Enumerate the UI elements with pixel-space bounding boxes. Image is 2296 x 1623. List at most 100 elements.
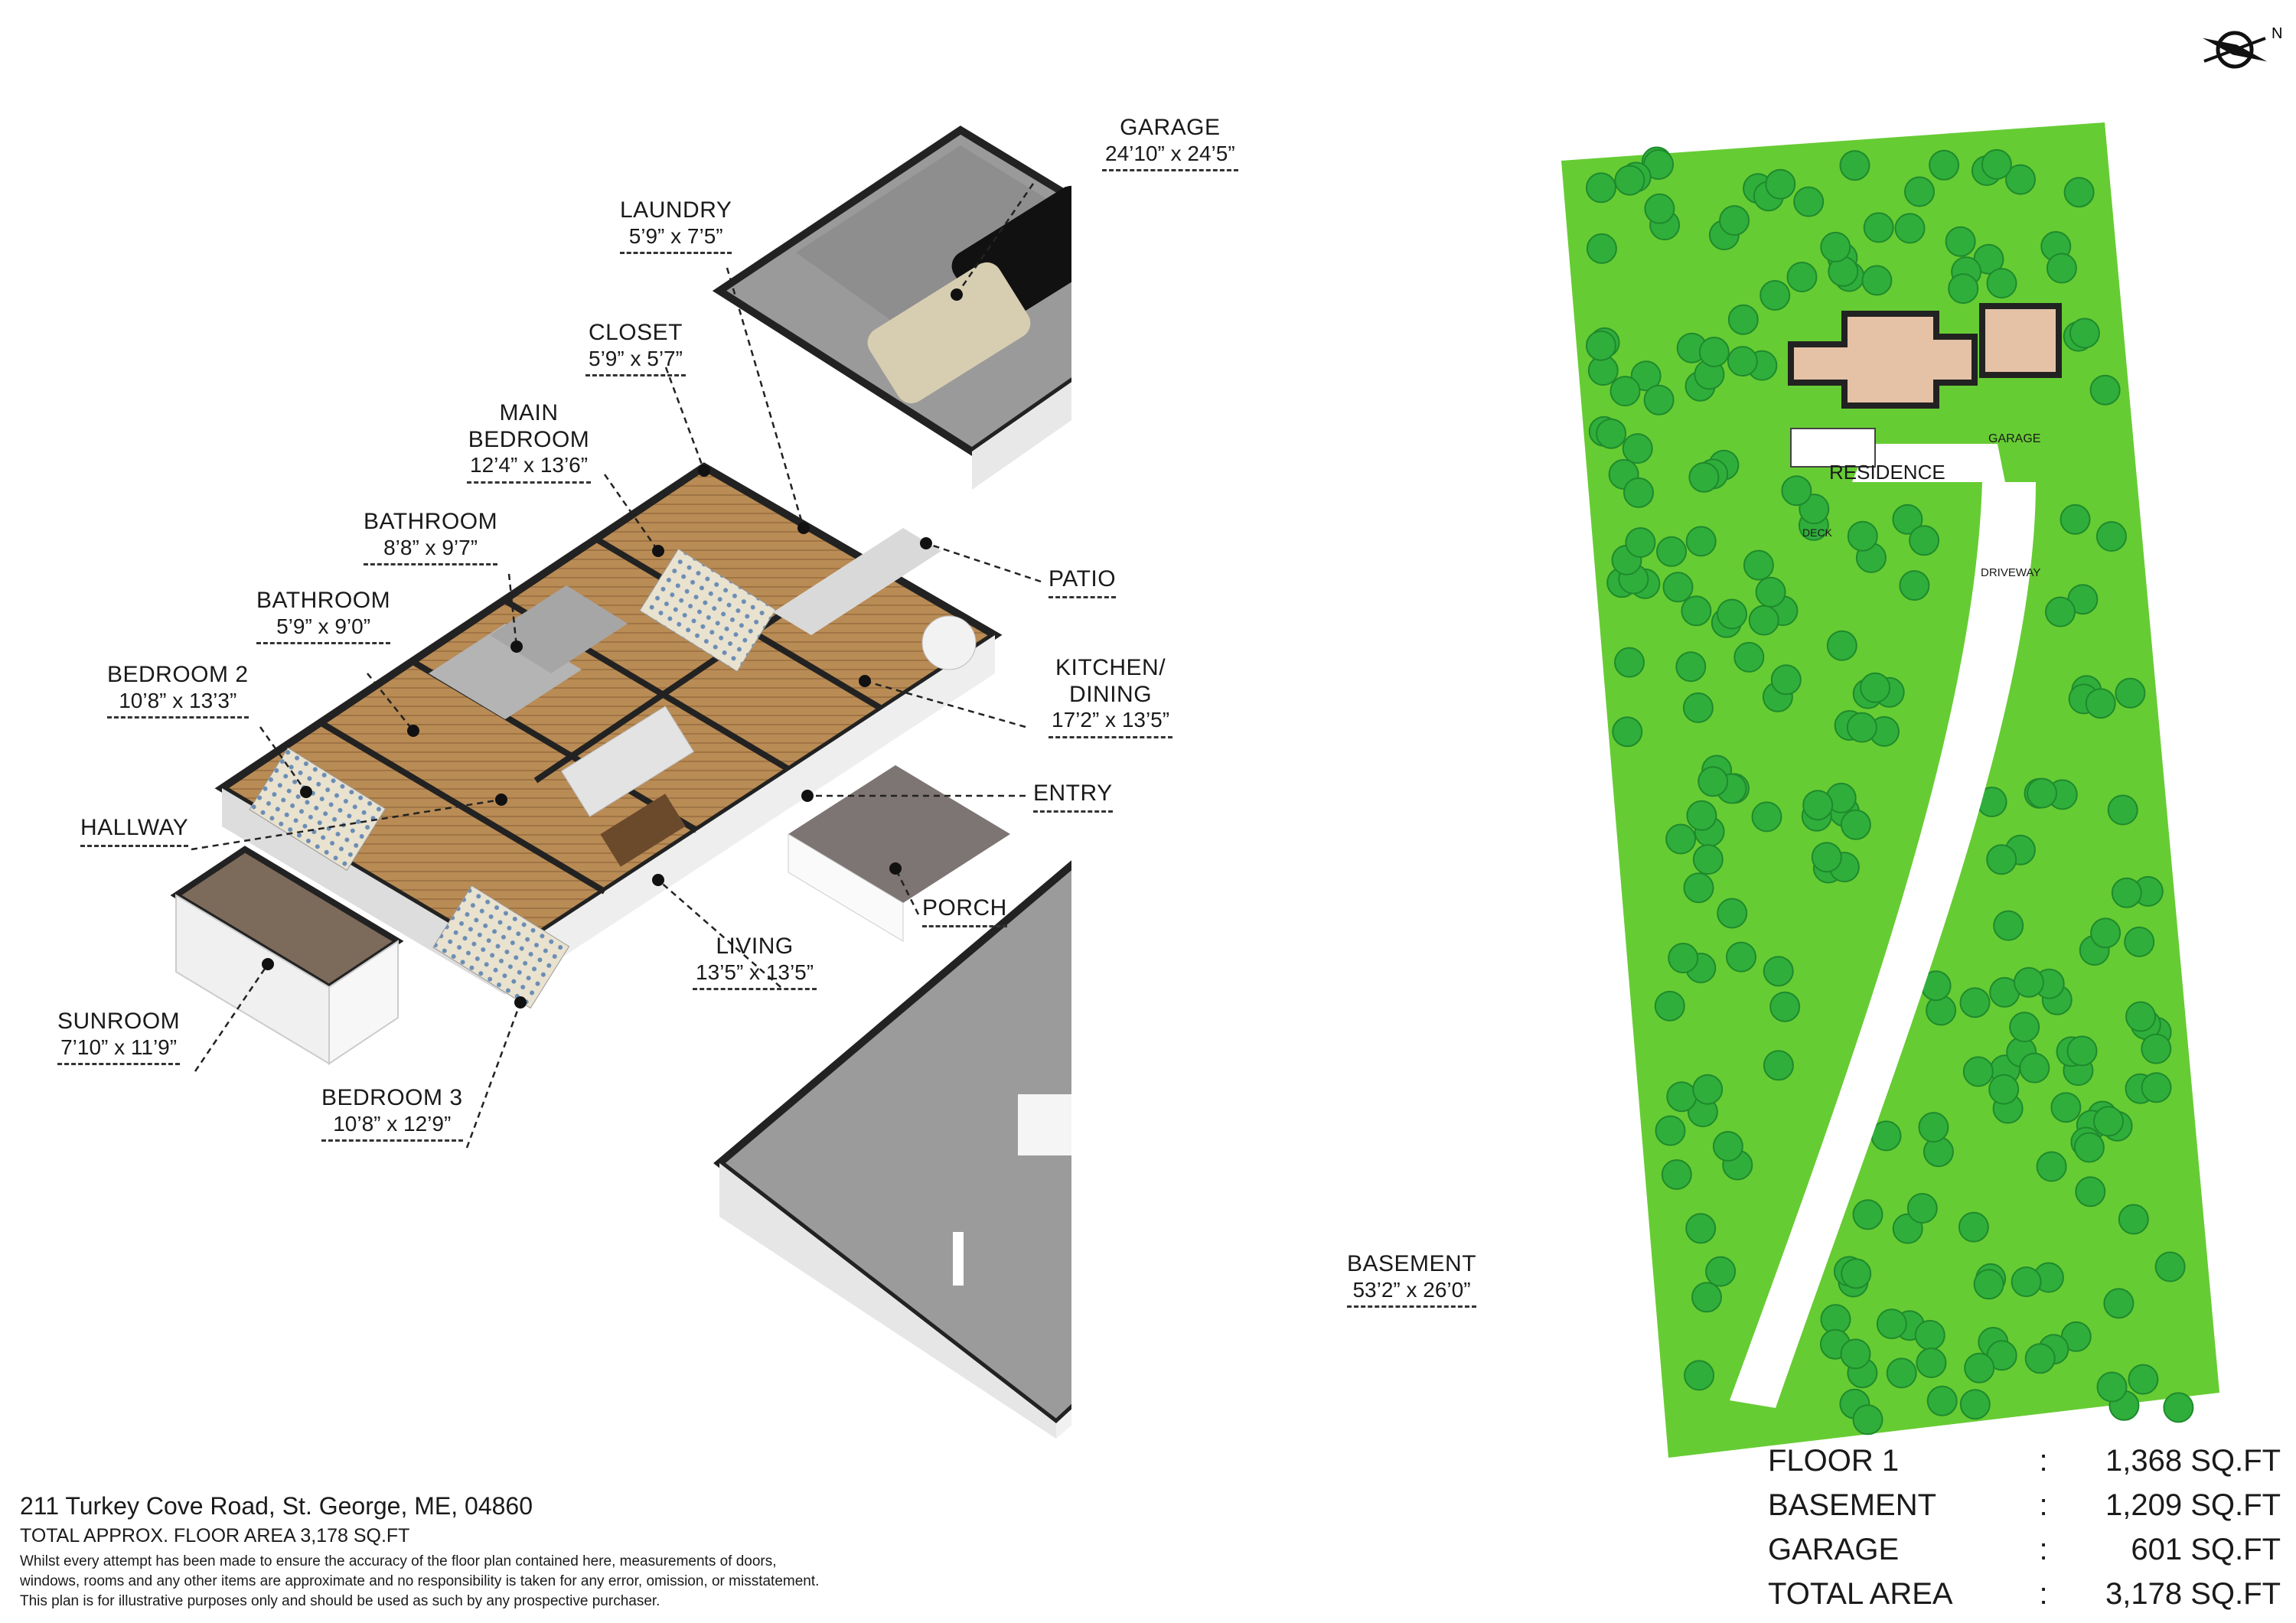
area-row-total: TOTAL AREA:3,178 SQ.FT xyxy=(1768,1576,2281,1611)
site-garage-building xyxy=(1979,303,2062,378)
tree-icon xyxy=(1623,477,1654,508)
tree-icon xyxy=(1894,213,1926,244)
tree-icon xyxy=(1585,330,1616,361)
tree-icon xyxy=(2085,688,2116,719)
tree-icon xyxy=(1681,595,1712,627)
tree-icon xyxy=(1892,504,1923,535)
tree-icon xyxy=(1909,525,1940,556)
site-residence-label: RESIDENCE xyxy=(1829,461,1945,484)
tree-icon xyxy=(1698,766,1729,797)
tree-icon xyxy=(1847,520,1878,552)
tree-icon xyxy=(1763,956,1794,987)
tree-icon xyxy=(2060,504,2091,535)
tree-icon xyxy=(2118,1204,2149,1235)
tree-icon xyxy=(2089,374,2121,406)
tree-icon xyxy=(1839,150,1870,181)
tree-icon xyxy=(1988,1074,2020,1105)
tree-icon xyxy=(1811,842,1842,873)
tree-icon xyxy=(1743,549,1774,581)
tree-icon xyxy=(2036,1151,2067,1182)
compass-north: N xyxy=(2272,25,2282,42)
tree-icon xyxy=(1870,1120,1902,1152)
area-row-floor1: FLOOR 1:1,368 SQ.FT xyxy=(1768,1443,2281,1478)
tree-icon xyxy=(1916,1348,1947,1378)
area-row-basement: BASEMENT:1,209 SQ.FT xyxy=(1768,1488,2281,1522)
tree-icon xyxy=(1846,712,1877,743)
tree-icon xyxy=(1661,1159,1692,1190)
tree-icon xyxy=(1964,1352,1995,1383)
sunroom-block xyxy=(170,846,404,1065)
disclaimer-line-2: windows, rooms and any other items are a… xyxy=(20,1573,820,1589)
tree-icon xyxy=(1686,800,1717,831)
tree-icon xyxy=(1668,943,1699,973)
tree-icon xyxy=(2111,877,2142,908)
site-driveway-label: DRIVEWAY xyxy=(1981,566,2041,579)
tree-icon xyxy=(1643,384,1675,416)
tree-icon xyxy=(1781,475,1812,507)
tree-icon xyxy=(2141,1033,2172,1064)
tree-icon xyxy=(2115,677,2146,709)
tree-icon xyxy=(1906,1193,1938,1224)
disclaimer-line-3: This plan is for illustrative purposes o… xyxy=(20,1593,660,1609)
tree-icon xyxy=(1751,801,1782,833)
area-row-garage: GARAGE:601 SQ.FT xyxy=(1768,1532,2281,1566)
garage-block xyxy=(712,125,1071,490)
tree-icon xyxy=(1852,1199,1883,1230)
tree-icon xyxy=(1644,193,1675,224)
tree-icon xyxy=(1684,1360,1715,1391)
room-markers xyxy=(262,288,963,1009)
tree-icons xyxy=(1585,146,2194,1436)
tree-icon xyxy=(1948,273,1979,305)
driveway xyxy=(1730,482,2036,1408)
property-address: 211 Turkey Cove Road, St. George, ME, 04… xyxy=(20,1492,533,1520)
tree-icon xyxy=(1770,664,1802,696)
tree-icon xyxy=(1586,172,1616,204)
tree-icon xyxy=(1665,823,1697,855)
tree-icon xyxy=(1666,1081,1698,1113)
tree-icon xyxy=(1685,526,1717,557)
tree-icon xyxy=(1840,1338,1871,1370)
tree-icon xyxy=(1717,898,1748,929)
disclaimer-line-1: Whilst every attempt has been made to en… xyxy=(20,1553,777,1569)
tree-icon xyxy=(1765,168,1796,200)
residence-building xyxy=(1788,311,1978,409)
tree-icon xyxy=(2050,1092,2082,1123)
leader-lines xyxy=(191,183,1042,1149)
tree-icon xyxy=(1760,280,1791,311)
label-patio: PATIO xyxy=(1049,566,1117,598)
tree-icon xyxy=(2163,1392,2194,1423)
tree-icon xyxy=(2019,1052,2050,1084)
tree-icon xyxy=(1981,148,2012,180)
tree-icon xyxy=(1685,1213,1717,1244)
tree-icon xyxy=(1986,844,2017,875)
tree-icon xyxy=(1886,1357,1917,1389)
tree-icon xyxy=(1786,262,1818,292)
tree-icon xyxy=(1929,149,1960,181)
tree-icon xyxy=(1630,360,1662,392)
site-plan xyxy=(1561,122,2219,1458)
tree-icon xyxy=(1662,572,1694,603)
tree-icon xyxy=(2154,1251,2186,1282)
tree-icon xyxy=(1683,872,1714,904)
tree-icon xyxy=(2107,794,2138,826)
tree-icon xyxy=(2125,1001,2156,1032)
tree-icon xyxy=(1612,716,1643,748)
tree-icon xyxy=(2011,1266,2042,1298)
basement-block xyxy=(713,860,1071,1439)
tree-icon xyxy=(1625,527,1656,558)
tree-icon xyxy=(1748,605,1779,636)
tree-icon xyxy=(1926,1385,1958,1416)
tree-icon xyxy=(1692,1074,1724,1105)
tree-icon xyxy=(2009,1012,2040,1043)
tree-icon xyxy=(1727,304,1759,335)
tree-icon xyxy=(1852,1404,1883,1436)
tree-icon xyxy=(1691,1282,1722,1313)
tree-icon xyxy=(1899,570,1930,601)
